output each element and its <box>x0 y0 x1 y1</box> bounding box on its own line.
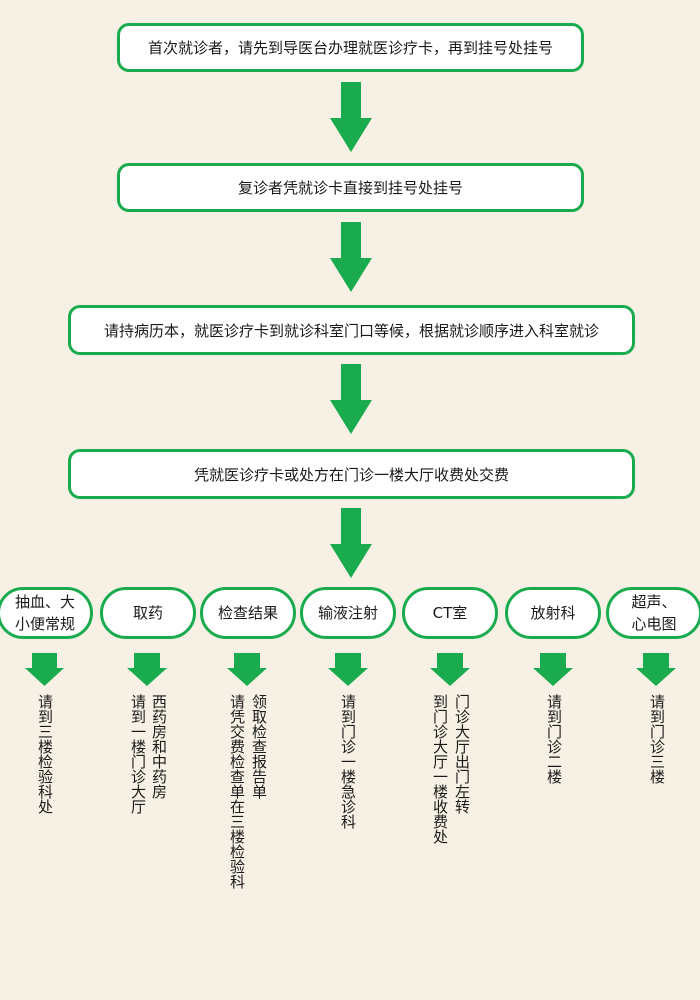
instr-ultrasound-ecg: 请到门诊三楼 <box>648 694 666 784</box>
small-down-arrow-icon <box>227 653 267 686</box>
step-box-first-visit: 首次就诊者，请先到导医台办理就医诊疗卡，再到挂号处挂号 <box>117 23 584 72</box>
small-down-arrow-icon <box>25 653 64 686</box>
step-text: 凭就医诊疗卡或处方在门诊一楼大厅收费处交费 <box>193 465 509 484</box>
dept-test-results: 检查结果 <box>200 587 296 639</box>
instr-ct-2: 到门诊大厅一楼收费处 <box>431 694 449 844</box>
dept-infusion: 输液注射 <box>300 587 396 639</box>
instr-results-2: 请凭交费检查单在三楼检验科 <box>228 694 246 889</box>
dept-label-line1: 抽血、大 <box>14 593 75 611</box>
instr-blood-urine: 请到三楼检验科处 <box>36 694 54 814</box>
instr-infusion: 请到门诊一楼急诊科 <box>339 694 357 829</box>
down-arrow-icon <box>330 82 372 152</box>
instr-radiology: 请到门诊二楼 <box>545 694 563 784</box>
down-arrow-icon <box>330 222 372 292</box>
dept-label: 放射科 <box>530 604 576 622</box>
small-down-arrow-icon <box>636 653 676 686</box>
instr-pharmacy-2: 请到一楼门诊大厅 <box>129 694 147 814</box>
step-text: 复诊者凭就诊卡直接到挂号处挂号 <box>237 179 463 197</box>
dept-ultrasound-ecg: 超声、 心电图 <box>606 587 700 639</box>
small-down-arrow-icon <box>533 653 573 686</box>
dept-radiology: 放射科 <box>505 587 601 639</box>
step-box-payment: 凭就医诊疗卡或处方在门诊一楼大厅收费处交费 <box>68 449 635 499</box>
step-box-return-visit: 复诊者凭就诊卡直接到挂号处挂号 <box>117 163 584 212</box>
instr-pharmacy-1: 西药房和中药房 <box>150 694 168 799</box>
dept-label: CT室 <box>432 604 468 622</box>
down-arrow-icon <box>330 364 372 434</box>
down-arrow-icon <box>330 508 372 578</box>
step-box-wait-for-consult: 请持病历本，就医诊疗卡到就诊科室门口等候，根据就诊顺序进入科室就诊 <box>68 305 635 355</box>
dept-label: 取药 <box>132 604 163 622</box>
dept-label-line1: 超声、 <box>631 593 677 611</box>
small-down-arrow-icon <box>127 653 167 686</box>
dept-label: 检查结果 <box>217 604 278 622</box>
step-text: 首次就诊者，请先到导医台办理就医诊疗卡，再到挂号处挂号 <box>147 39 553 57</box>
dept-label-line2: 心电图 <box>631 615 677 633</box>
instr-ct-1: 门诊大厅出门左转 <box>453 694 471 814</box>
dept-pharmacy: 取药 <box>100 587 196 639</box>
instr-results-1: 领取检查报告单 <box>250 694 268 799</box>
dept-label: 输液注射 <box>317 604 378 622</box>
small-down-arrow-icon <box>430 653 470 686</box>
dept-blood-urine-test: 抽血、大 小便常规 <box>0 587 93 639</box>
dept-ct-room: CT室 <box>402 587 498 639</box>
dept-label-line2: 小便常规 <box>14 615 75 633</box>
small-down-arrow-icon <box>328 653 368 686</box>
step-text: 请持病历本，就医诊疗卡到就诊科室门口等候，根据就诊顺序进入科室就诊 <box>103 321 599 340</box>
